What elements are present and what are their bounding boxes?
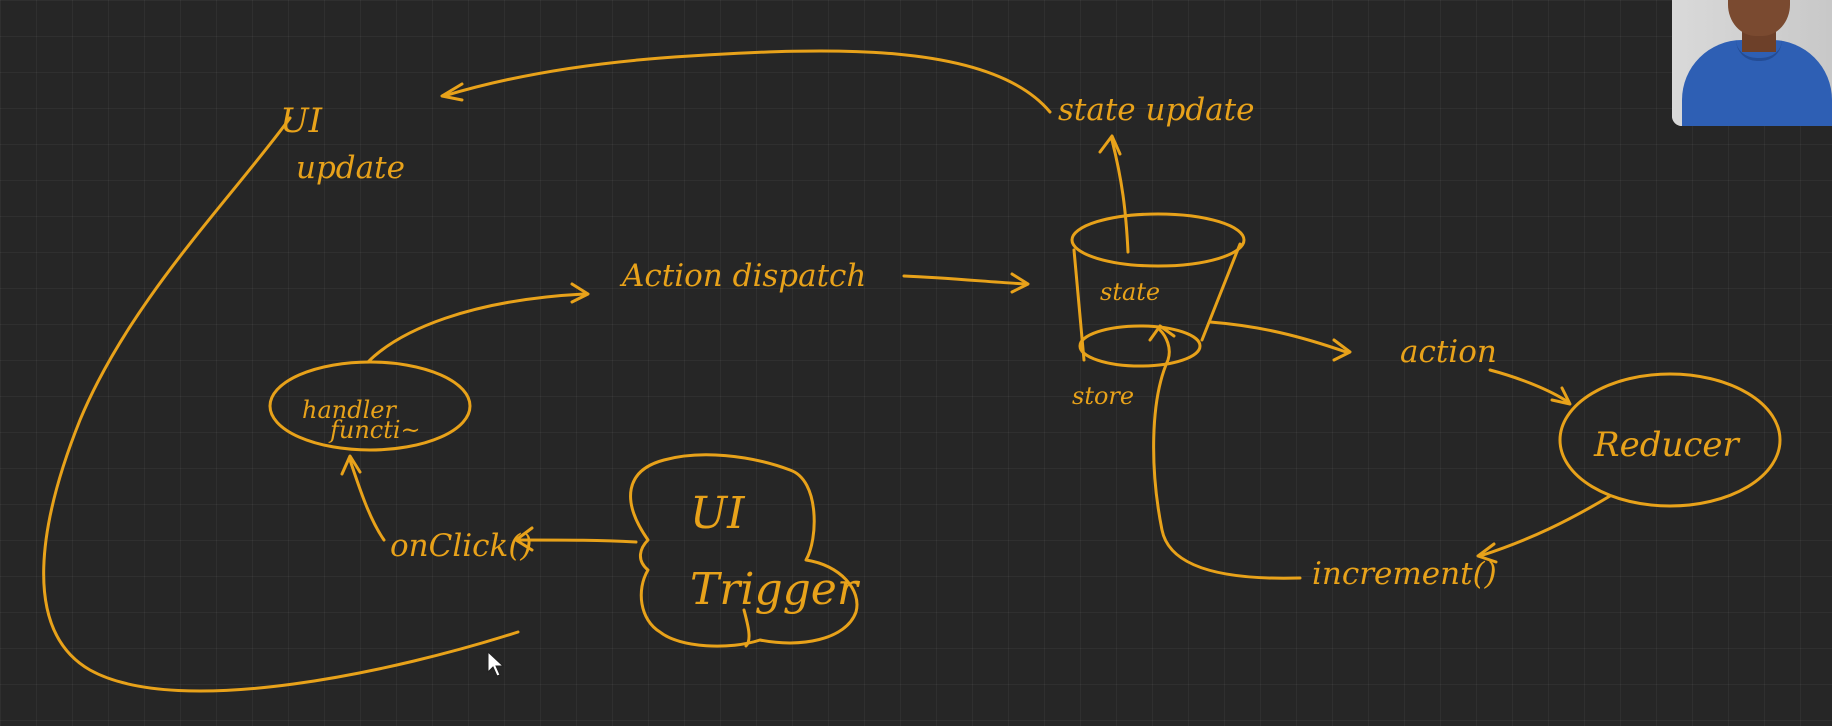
ui-trigger-label-line2: Trigger [690, 564, 861, 615]
state-to-ui-arrowhead [440, 82, 464, 102]
action-dispatch-label: Action dispatch [619, 258, 866, 294]
store-to-state-update-arrowhead [1098, 134, 1122, 156]
loop-back-curve [42, 116, 520, 693]
onclick-label: onClick() [390, 528, 533, 564]
reducer-label: Reducer [1593, 425, 1741, 465]
action-label: action [1400, 334, 1497, 370]
store-to-action-arrowhead [1332, 338, 1352, 362]
reducer-to-increment-arrow [1478, 494, 1612, 558]
state-to-ui-curve [442, 49, 1052, 114]
handler-label-line2: functi~ [328, 416, 421, 444]
state-label: state [1100, 278, 1160, 306]
handler-label-line1: handler [302, 396, 397, 424]
state-update-label: state update [1058, 92, 1254, 128]
increment-label: increment() [1312, 556, 1497, 592]
handler-to-dispatch-arrowhead [570, 282, 590, 304]
mouse-cursor-icon [487, 650, 505, 677]
dispatch-to-store-arrowhead [1010, 272, 1030, 294]
presenter-webcam-overlay [1672, 0, 1832, 126]
increment-to-store-curve [1152, 328, 1302, 580]
store-to-state-update-arrow [1110, 138, 1130, 254]
action-to-reducer-arrowhead [1550, 386, 1572, 406]
trigger-to-onclick-arrowhead [514, 526, 534, 552]
onclick-to-handler-arrowhead [340, 454, 362, 476]
increment-to-store-arrowhead [1148, 324, 1176, 342]
handler-to-dispatch-arrow [366, 292, 586, 364]
store-label: store [1072, 382, 1134, 410]
store-bottom-ellipse [1078, 324, 1202, 368]
action-to-reducer-arrow [1488, 368, 1570, 404]
presenter-collar [1736, 40, 1782, 61]
reducer-to-increment-arrowhead [1476, 542, 1498, 564]
onclick-to-handler-arrow [348, 458, 386, 542]
ui-update-label-line1: UI [280, 101, 323, 141]
ui-update-label-line2: update [296, 150, 405, 186]
ui-trigger-label-line1: UI [690, 488, 746, 539]
store-top-ellipse [1070, 212, 1246, 268]
store-to-action-arrow [1208, 320, 1348, 354]
reducer-ellipse [1558, 372, 1782, 508]
dispatch-to-store-arrow [902, 274, 1028, 286]
trigger-to-onclick-arrow [516, 538, 638, 544]
ui-trigger-squiggle [742, 608, 751, 648]
ui-trigger-cloud [629, 453, 859, 648]
